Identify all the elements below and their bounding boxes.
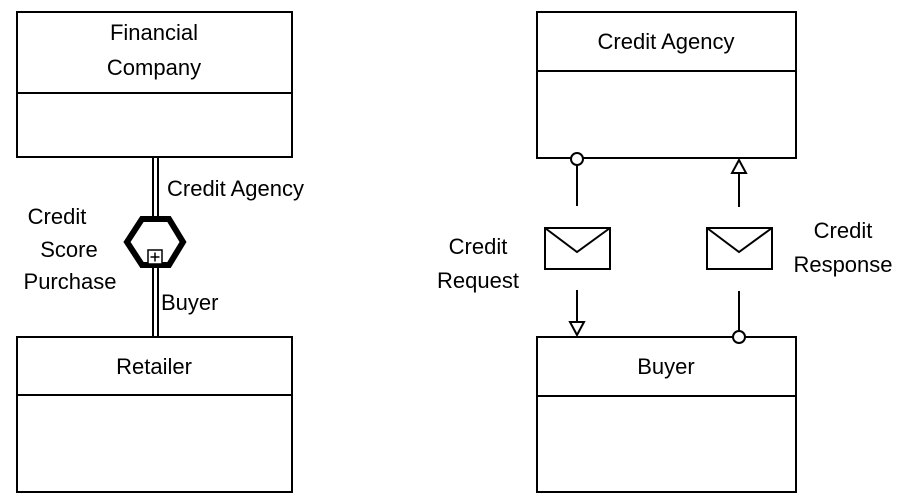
message-label-line1: Credit (814, 218, 873, 243)
role-label-buyer: Buyer (161, 290, 218, 315)
participant-buyer[interactable]: Buyer (536, 336, 797, 493)
conversation-label-line1: Credit (28, 204, 87, 229)
sub-conversation-hexagon[interactable] (123, 216, 187, 268)
message-flow-credit-response[interactable] (730, 157, 748, 344)
message-label-line1: Credit (449, 234, 508, 259)
message-label-line2: Response (793, 252, 892, 277)
flow-source-circle-icon (732, 330, 746, 344)
participant-financial-company[interactable]: Financial Company (16, 11, 293, 158)
envelope-credit-response-icon[interactable] (706, 227, 773, 270)
participant-name: Retailer (116, 354, 192, 379)
arrowhead-down-icon (568, 321, 586, 338)
conversation-link-lower[interactable] (152, 266, 159, 337)
message-label-line2: Request (437, 268, 519, 293)
message-flow-credit-request[interactable] (568, 152, 586, 338)
flow-source-circle-icon (570, 152, 584, 166)
conversation-label-line2: Score (40, 237, 97, 262)
participant-name: Credit Agency (598, 29, 735, 54)
envelope-credit-request-icon[interactable] (544, 227, 611, 270)
participant-retailer[interactable]: Retailer (16, 336, 293, 493)
participant-credit-agency[interactable]: Credit Agency (536, 11, 797, 159)
role-label-credit-agency: Credit Agency (167, 176, 304, 201)
conversation-label-line3: Purchase (24, 269, 117, 294)
conversation-link-upper[interactable] (152, 157, 159, 218)
participant-name-line1: Financial (110, 20, 198, 45)
participant-name-line2: Company (107, 55, 201, 80)
participant-name: Buyer (637, 354, 694, 379)
expand-marker-icon[interactable] (147, 249, 163, 265)
arrowhead-up-icon (730, 157, 748, 174)
